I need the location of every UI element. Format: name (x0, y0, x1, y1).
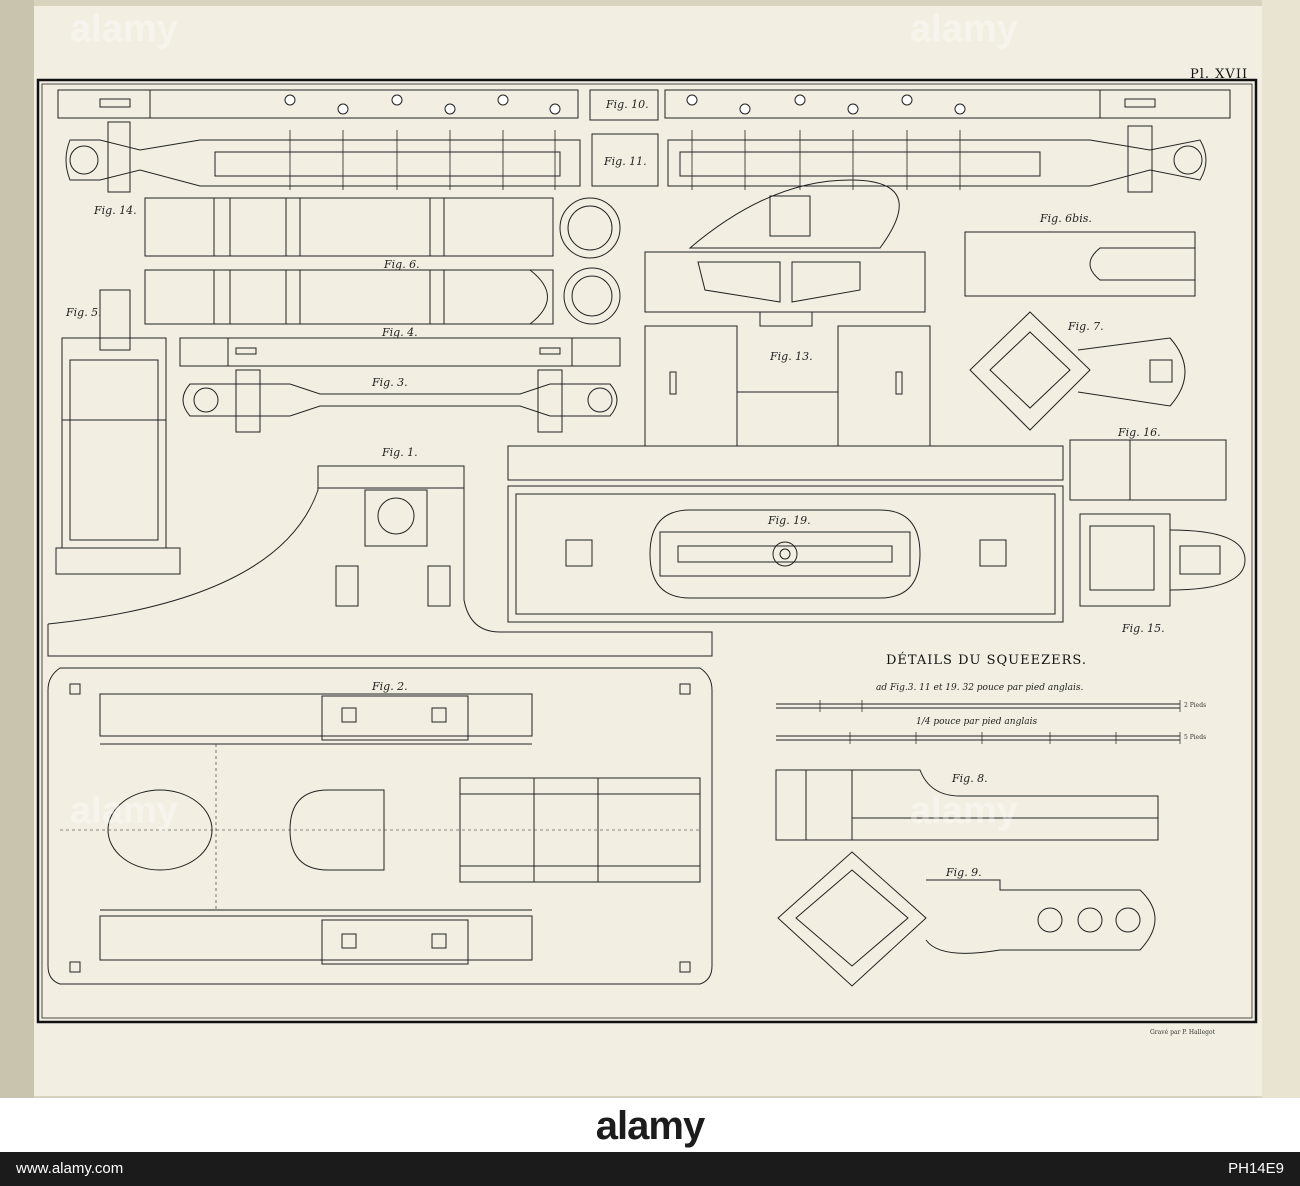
paper (14, 6, 1290, 1096)
plate-title: DÉTAILS DU SQUEEZERS. (886, 652, 1087, 668)
scale-note-1: ad Fig.3. 11 et 19. 32 pouce par pied an… (876, 683, 1084, 693)
engraved-plate: Pl. XVII Fig. 10. Fig. 11. Fig. 14. Fig.… (0, 0, 1300, 1098)
watermark-brand-br: alamy (910, 790, 1018, 832)
label-fig-14: Fig. 14. (93, 204, 137, 217)
label-fig-3: Fig. 3. (371, 376, 408, 389)
label-fig-8: Fig. 8. (951, 772, 988, 785)
watermark-brand-tl: alamy (70, 8, 178, 50)
label-fig-6bis: Fig. 6bis. (1039, 212, 1092, 225)
site-url: www.alamy.com (16, 1160, 124, 1177)
scale-end-2: 5 Pieds (1184, 734, 1206, 741)
label-fig-1: Fig. 1. (381, 446, 418, 459)
plate-number: Pl. XVII (1190, 67, 1248, 82)
label-fig-4: Fig. 4. (381, 326, 418, 339)
gutter-shadow (0, 0, 34, 1098)
label-fig-11: Fig. 11. (603, 155, 647, 168)
label-fig-10: Fig. 10. (605, 98, 649, 111)
watermark-brand-bl: alamy (70, 790, 178, 832)
engraver-credit: Gravé par P. Hallegot (1150, 1029, 1216, 1036)
watermark-strip (0, 1152, 1300, 1186)
scale-note-2: 1/4 pouce par pied anglais (916, 717, 1037, 727)
label-fig-16: Fig. 16. (1117, 426, 1161, 439)
label-fig-13: Fig. 13. (769, 350, 813, 363)
label-fig-9: Fig. 9. (945, 866, 982, 879)
label-fig-7: Fig. 7. (1067, 320, 1104, 333)
label-fig-15: Fig. 15. (1121, 622, 1165, 635)
label-fig-6: Fig. 6. (383, 258, 420, 271)
label-fig-5: Fig. 5. (65, 306, 102, 319)
alamy-logo: alamy (595, 1104, 705, 1148)
watermark-brand-tr: alamy (910, 8, 1018, 50)
plate-border (36, 78, 1258, 1024)
image-id: PH14E9 (1228, 1160, 1284, 1177)
label-fig-19: Fig. 19. (767, 514, 811, 527)
scale-end-1: 2 Pieds (1184, 702, 1206, 709)
label-fig-2: Fig. 2. (371, 680, 408, 693)
